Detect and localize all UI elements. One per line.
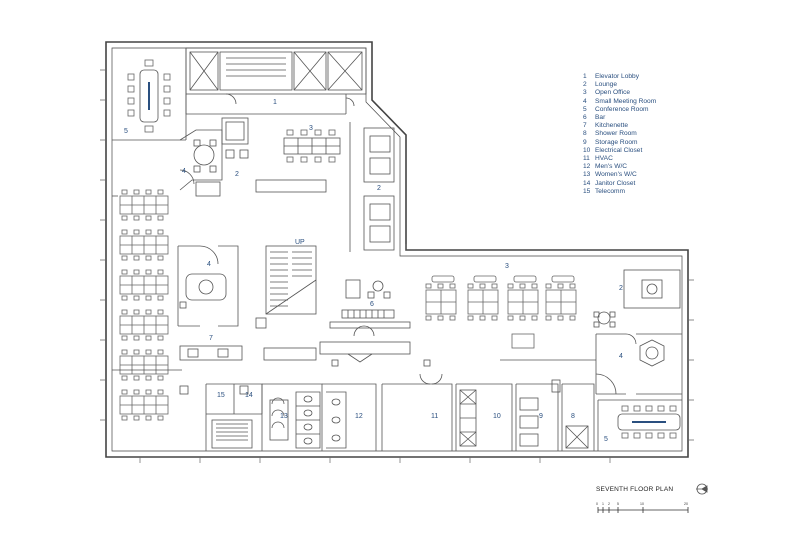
plan-title: SEVENTH FLOOR PLAN [596,486,673,493]
stair-up-label: UP [295,239,305,246]
tag-meeting-a: 4 [182,168,186,175]
legend-num: 12 [583,163,591,171]
legend-item: 2 Lounge [583,81,656,89]
tag-lounge-a: 2 [235,171,239,178]
legend-item: 4 Small Meeting Room [583,98,656,106]
tag-elevator-lobby: 1 [273,99,277,106]
tag-conf-a: 5 [124,128,128,135]
north-arrow [696,483,708,495]
tag-bar: 6 [370,301,374,308]
legend-item: 13 Women's W/C [583,171,656,179]
conference-room-b [597,399,682,451]
legend-num: 11 [583,155,590,163]
legend-num: 14 [583,179,591,187]
office-cluster-top [283,129,341,163]
legend-label: HVAC [595,155,613,163]
lounge-a [221,117,327,193]
tag-conf-b: 5 [604,436,608,443]
legend-label: Men's W/C [595,163,628,171]
tag-hvac: 11 [431,413,438,420]
legend-item: 14 Janitor Closet [583,180,656,188]
legend-num: 6 [583,114,587,122]
stair [255,245,317,329]
scale-label-0: 0 [596,502,598,506]
legend-label: Electrical Closet [595,146,643,154]
tag-kitchenette: 7 [209,335,213,342]
legend-item: 12 Men's W/C [583,163,656,171]
tag-office-b: 3 [505,263,509,270]
bar-area [319,279,411,363]
tag-storage: 9 [539,413,543,420]
legend-label: Elevator Lobby [595,73,639,80]
legend-item: 15 Telecomm [583,188,656,196]
scale-label-2: 2 [608,502,610,506]
lounge-c [593,269,681,328]
tag-meeting-b: 4 [207,261,211,268]
tag-telecomm: 15 [217,392,225,399]
legend-label: Telecomm [595,187,626,195]
service-core [205,373,595,451]
legend-item: 7 Kitchenette [583,122,656,130]
meeting-room-c [595,333,682,395]
legend-item: 11 HVAC [583,155,656,163]
room-tags: 1 2 2 2 3 3 4 4 4 5 5 6 7 8 9 10 11 12 1… [124,99,623,443]
legend-num: 13 [583,171,591,179]
tag-mens: 12 [355,413,363,420]
legend-num: 5 [583,105,587,113]
legend-label: Janitor Closet [595,179,636,187]
legend-label: Kitchenette [595,122,628,130]
tag-shower: 8 [571,413,575,420]
legend-label: Storage Room [595,138,638,146]
left-desk-rows [119,189,169,421]
elevator-core [185,47,367,115]
legend-num: 9 [583,138,587,146]
tag-electrical: 10 [493,413,501,420]
scale-label-20: 20 [684,502,688,506]
legend-num: 15 [583,187,591,195]
tag-lounge-b: 2 [377,185,381,192]
scale-label-1: 1 [602,502,604,506]
tag-janitor: 14 [245,392,253,399]
meeting-room-b [177,245,239,327]
legend-item: 8 Shower Room [583,130,656,138]
legend-label: Conference Room [595,105,649,113]
legend-label: Shower Room [595,130,637,138]
scale-label-10: 10 [640,502,644,506]
legend-item: 1 Elevator Lobby [583,73,656,81]
legend-num: 3 [583,89,587,97]
window-piers [100,69,694,463]
legend-label: Lounge [595,81,618,89]
meeting-room-a [179,129,223,197]
legend-num: 2 [583,81,587,89]
legend-num: 1 [583,73,587,80]
legend-item: 6 Bar [583,114,656,122]
tag-meeting-c: 4 [619,353,623,360]
legend-item: 10 Electrical Closet [583,147,656,155]
scale-label-5: 5 [617,502,619,506]
partitions [112,195,596,371]
conference-room-a [112,48,187,141]
tag-womens: 13 [280,413,288,420]
legend-label: Women's W/C [595,171,637,179]
legend-num: 8 [583,130,587,138]
lounge-b-furniture [349,122,395,252]
legend-item: 5 Conference Room [583,106,656,114]
tag-lounge-c: 2 [619,285,623,292]
legend-label: Bar [595,114,606,122]
office-cluster-right [425,275,577,349]
legend-num: 10 [583,146,591,154]
legend-item: 9 Storage Room [583,139,656,147]
kitchenette [179,345,317,395]
legend-label: Small Meeting Room [595,97,657,105]
legend-item: 3 Open Office [583,89,656,97]
room-legend: 1 Elevator Lobby 2 Lounge 3 Open Office 4 Sm… [583,73,656,196]
tag-office-a: 3 [309,125,313,132]
legend-label: Open Office [595,89,631,97]
legend-num: 7 [583,122,587,130]
scale-bar: 0 1 2 5 10 20 [596,502,689,513]
legend-num: 4 [583,97,587,105]
